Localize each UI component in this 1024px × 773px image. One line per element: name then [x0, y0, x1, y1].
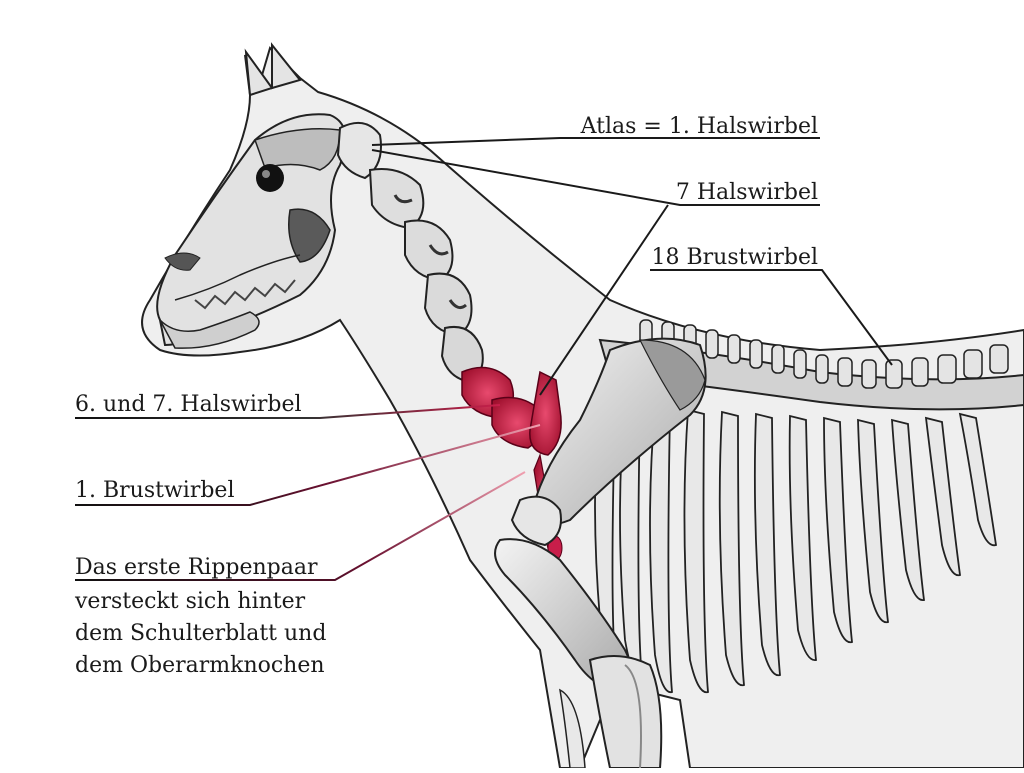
- label-atlas: Atlas = 1. Halswirbel: [580, 114, 818, 139]
- cervical-vertebra: [423, 272, 473, 337]
- label-rippen-line2: versteckt sich hinter: [74, 589, 306, 614]
- leader-hw67: [75, 404, 501, 419]
- leader-bw1: [75, 424, 541, 506]
- label-rippen-line1: Das erste Rippenpaar: [75, 555, 318, 580]
- atlas-vertebra: [336, 121, 382, 180]
- leader-halswirbel-lower: [539, 204, 669, 396]
- leader-rippen: [75, 471, 526, 581]
- label-rippen-line3: dem Schulterblatt und: [75, 621, 326, 646]
- teeth: [194, 279, 296, 310]
- leader-lines-left: [75, 404, 541, 581]
- scapula: [528, 337, 707, 526]
- label-rippen-line4: dem Oberarmknochen: [75, 653, 325, 678]
- cervical-vertebrae: [336, 121, 484, 384]
- leader-atlas: [371, 137, 820, 146]
- skull: [156, 113, 347, 349]
- leader-lines-right: [371, 137, 893, 396]
- leader-brustwirbel: [650, 269, 893, 366]
- label-halswirbel: 7 Halswirbel: [676, 180, 818, 205]
- label-brustwirbel: 18 Brustwirbel: [652, 245, 819, 270]
- thoracic-vertebra-1: [529, 370, 562, 456]
- cervical-vertebra: [404, 219, 454, 282]
- leader-halswirbel: [371, 149, 820, 206]
- ear: [244, 48, 274, 97]
- forelimb: [559, 655, 663, 769]
- eye-socket: [256, 164, 284, 192]
- ear: [271, 42, 302, 90]
- label-hw67: 6. und 7. Halswirbel: [75, 392, 302, 417]
- label-bw1: 1. Brustwirbel: [75, 478, 235, 503]
